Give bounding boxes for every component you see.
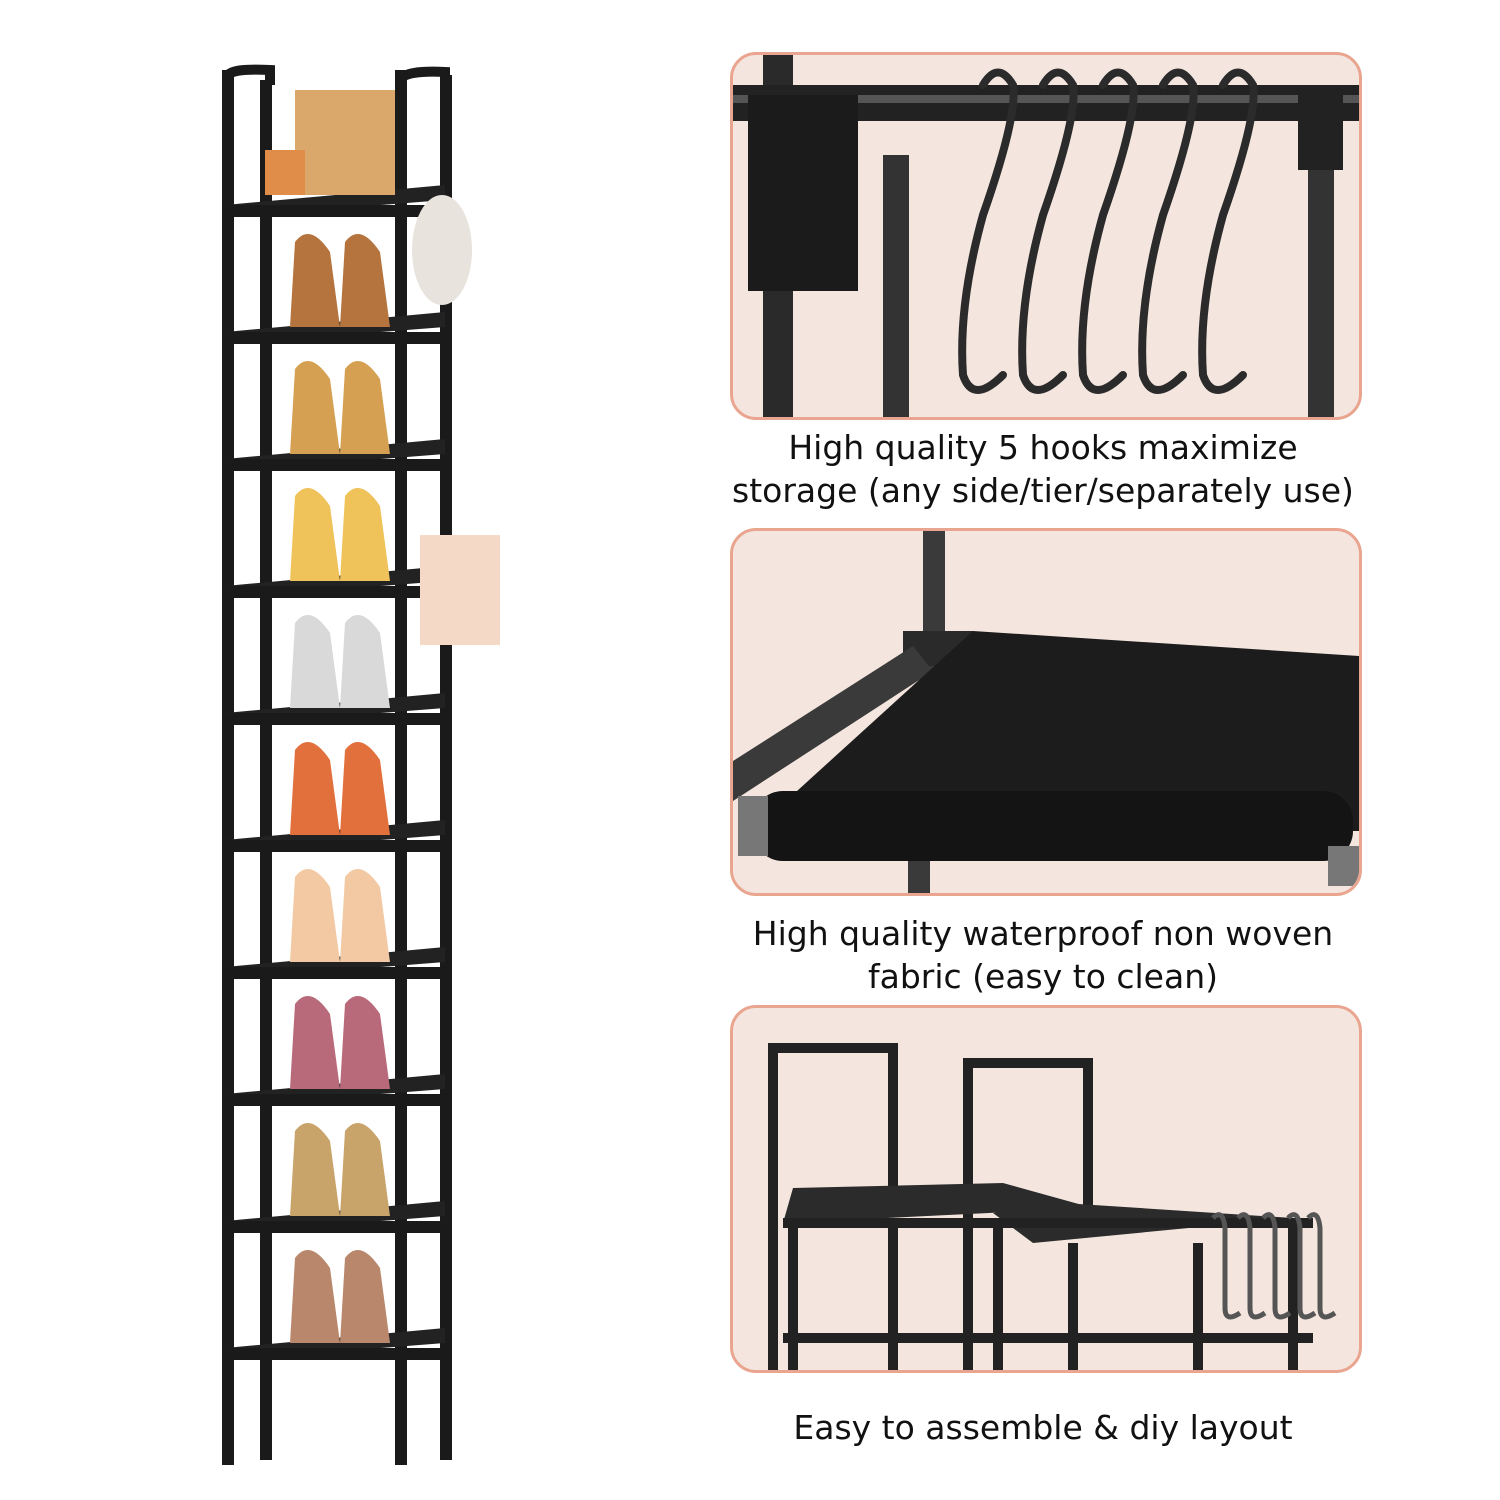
shelf-bar: [222, 459, 442, 471]
shoe-rack-tower: [222, 64, 500, 1465]
fabric-shelf-illustration: [733, 531, 1359, 893]
shelf-bar: [222, 586, 442, 598]
s-hook: [958, 68, 1018, 394]
shelf-bar: [222, 967, 442, 979]
shoe: [340, 996, 390, 1089]
crossbody-bag: [420, 535, 500, 645]
shoe: [290, 869, 340, 962]
shelf-bar: [222, 1094, 442, 1106]
shoe: [290, 1250, 340, 1343]
hooks-closeup-panel: [730, 52, 1362, 420]
assembly-closeup-panel: [730, 1005, 1362, 1373]
hooks-illustration: [733, 55, 1359, 417]
shoe: [290, 996, 340, 1089]
shoe: [340, 615, 390, 708]
assembly-caption: Easy to assemble & diy layout: [700, 1406, 1386, 1449]
caption-line: High quality 5 hooks maximize: [788, 428, 1298, 467]
frame-pole: [440, 75, 452, 1460]
handle: [223, 64, 275, 85]
shoe: [340, 234, 390, 327]
assembly-illustration: [768, 1043, 1337, 1370]
shoe: [290, 234, 340, 327]
s-hook: [1018, 68, 1078, 394]
frame-pole: [260, 80, 272, 1460]
caption-line: fabric (easy to clean): [867, 957, 1218, 996]
caption-line: storage (any side/tier/separately use): [732, 471, 1354, 510]
s-hook: [1138, 68, 1198, 394]
shelf-bar: [222, 840, 442, 852]
s-hook: [1078, 68, 1138, 394]
shoe: [290, 1123, 340, 1216]
fabric-closeup-panel: [730, 528, 1362, 896]
shelf-bar: [222, 1348, 442, 1360]
shoe: [340, 361, 390, 454]
handbag: [295, 90, 395, 195]
shoe: [290, 615, 340, 708]
shoe: [340, 1250, 390, 1343]
shoe: [340, 869, 390, 962]
handle: [395, 66, 450, 85]
hat: [412, 195, 472, 305]
shoe: [290, 488, 340, 581]
caption-line: Easy to assemble & diy layout: [793, 1408, 1293, 1447]
s-hook: [1198, 68, 1258, 394]
caption-line: High quality waterproof non woven: [752, 914, 1334, 953]
hooks-caption: High quality 5 hooks maximize storage (a…: [700, 426, 1386, 512]
fabric-caption: High quality waterproof non woven fabric…: [700, 912, 1386, 998]
shelf-bar: [222, 205, 442, 217]
frame-pole: [395, 70, 407, 1465]
shelf-bar: [222, 1221, 442, 1233]
shoe: [340, 1123, 390, 1216]
shelf-bar: [222, 713, 442, 725]
frame-pole: [222, 70, 234, 1465]
shoe: [340, 488, 390, 581]
candle: [265, 150, 305, 195]
shelf-bar: [222, 332, 442, 344]
shoe: [290, 361, 340, 454]
shoe: [290, 742, 340, 835]
shoe: [340, 742, 390, 835]
